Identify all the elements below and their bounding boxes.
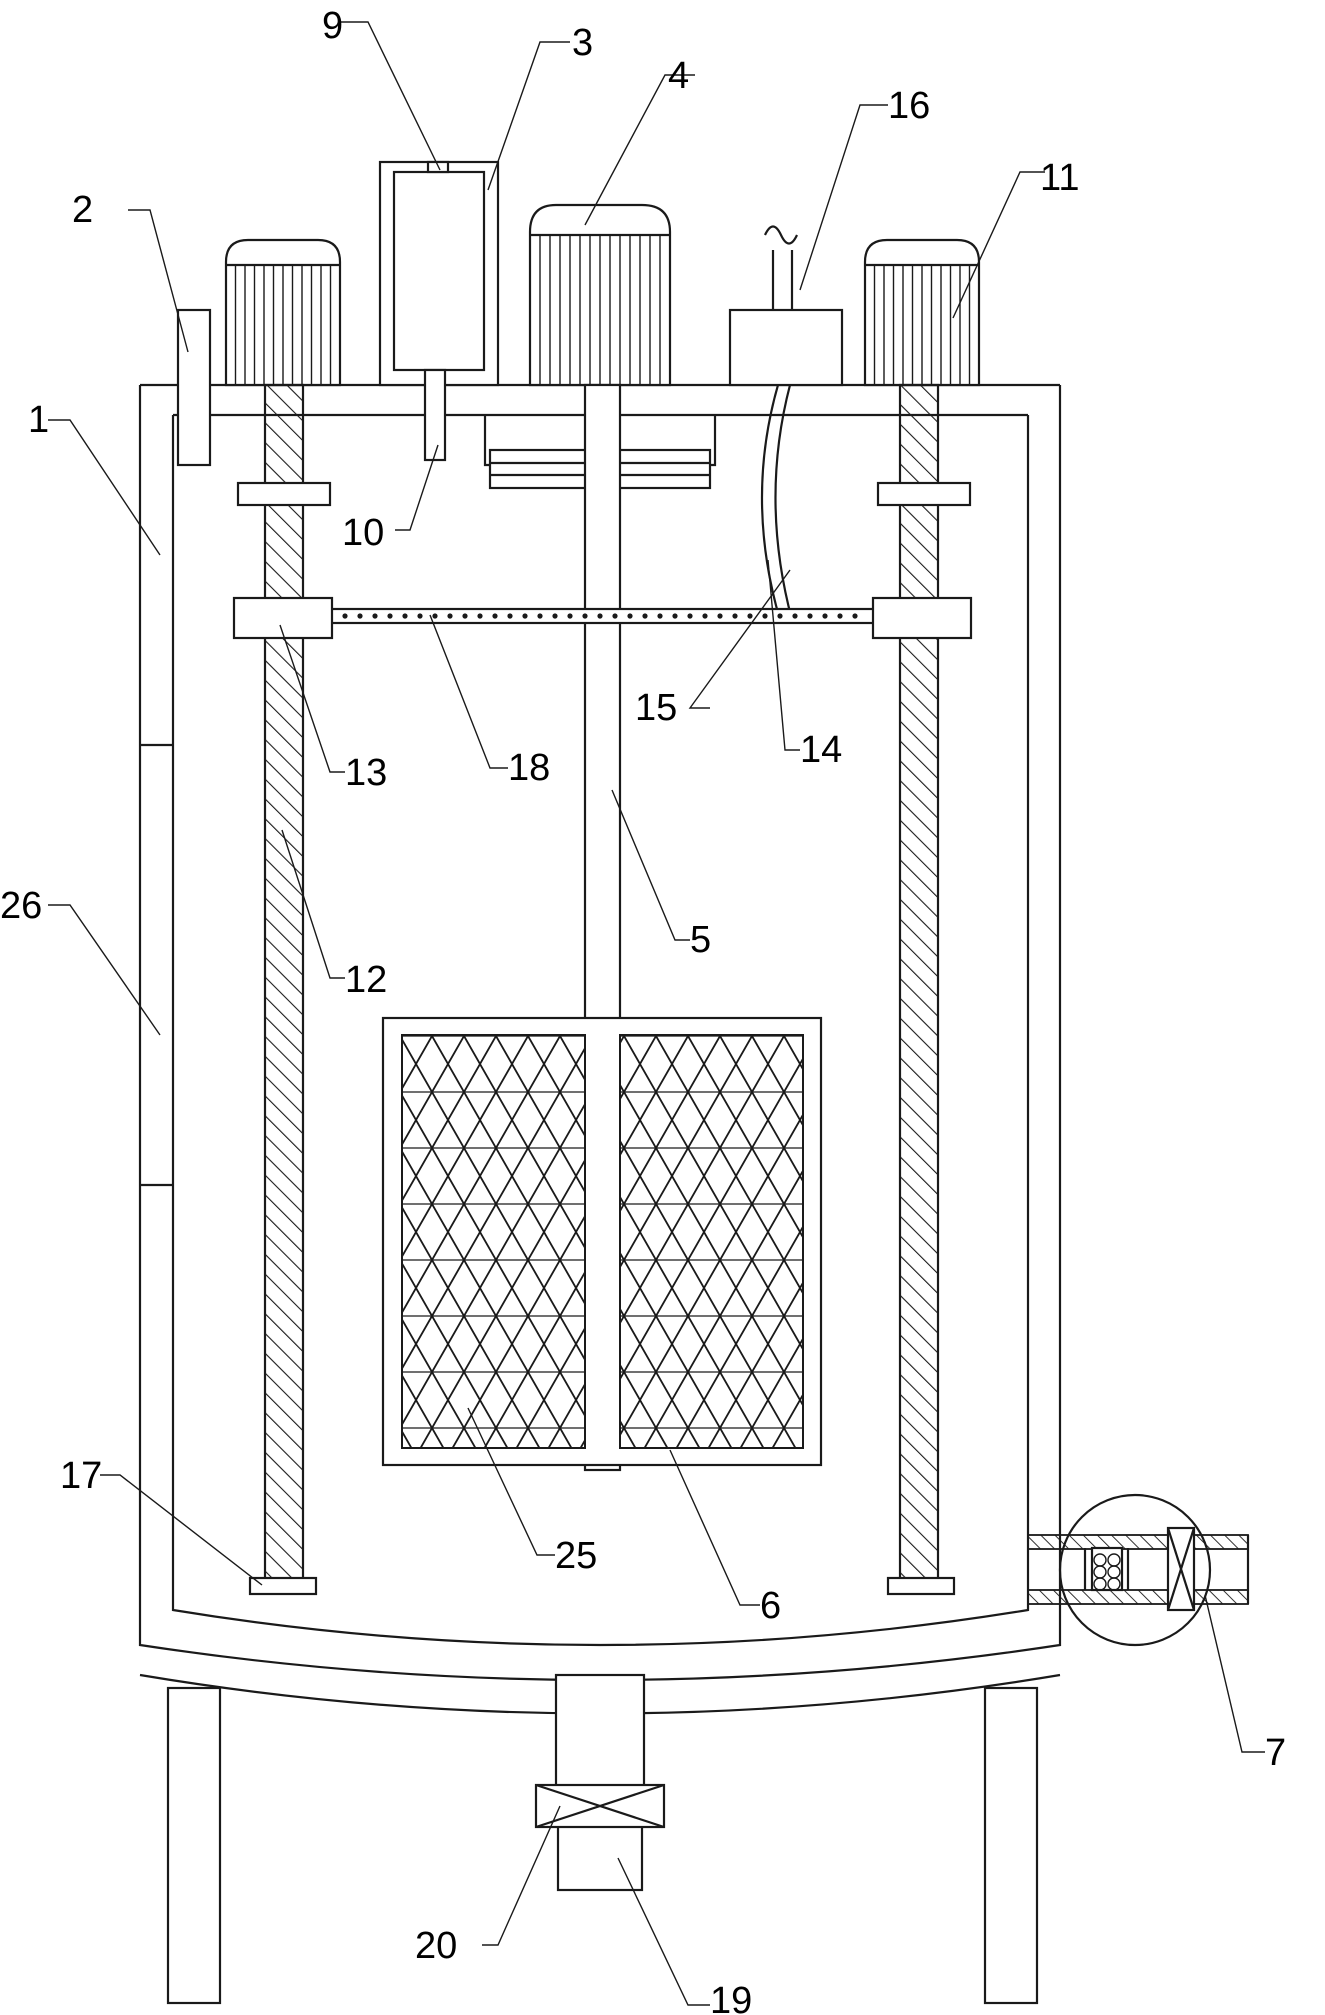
label-1: 1: [28, 399, 49, 441]
spray-hole: [627, 613, 633, 619]
center-motor: [528, 203, 672, 387]
label-13: 13: [345, 752, 387, 794]
spray-hole: [807, 613, 813, 619]
bottom-valve: [534, 1783, 666, 1829]
label-20: 20: [415, 1925, 457, 1967]
label-2: 2: [72, 189, 93, 231]
spray-hole: [582, 613, 588, 619]
spray-hole: [477, 613, 483, 619]
bottom-outlet-pipe: [554, 1673, 646, 1892]
upper-limit-blocks: [236, 481, 972, 507]
label-14: 14: [800, 729, 842, 771]
bottom-bearings: [248, 1576, 956, 1596]
spray-hole: [447, 613, 453, 619]
spray-hole: [612, 613, 618, 619]
left-screw-rod: [263, 383, 305, 1582]
spray-hole: [597, 613, 603, 619]
spray-hole: [357, 613, 363, 619]
label-10: 10: [342, 512, 384, 554]
label-16: 16: [888, 85, 930, 127]
spray-hoses: [760, 384, 794, 621]
label-25: 25: [555, 1535, 597, 1577]
spray-hole: [687, 613, 693, 619]
pump-box: [728, 225, 844, 387]
label-5: 5: [690, 919, 711, 961]
spray-hole: [372, 613, 378, 619]
spray-hole: [417, 613, 423, 619]
label-6: 6: [760, 1585, 781, 1627]
spray-hole: [837, 613, 843, 619]
spray-hole: [672, 613, 678, 619]
label-9: 9: [322, 5, 343, 47]
dosing-unit: [378, 160, 500, 462]
label-11: 11: [1040, 157, 1079, 199]
spray-hole: [432, 613, 438, 619]
spray-hole: [657, 613, 663, 619]
label-19: 19: [710, 1980, 752, 2015]
spray-bar: [328, 607, 877, 625]
label-26: 26: [0, 885, 42, 927]
label-4: 4: [668, 55, 689, 97]
moving-nuts: [232, 596, 973, 640]
spray-hole: [732, 613, 738, 619]
spray-hole: [852, 613, 858, 619]
spray-hole: [522, 613, 528, 619]
spray-hole: [492, 613, 498, 619]
spray-hole: [747, 613, 753, 619]
leader-lines: [48, 21, 1265, 2006]
spray-hole: [552, 613, 558, 619]
right-motor: [863, 238, 981, 387]
spray-hole: [462, 613, 468, 619]
left-motor: [224, 238, 342, 387]
right-screw-rod: [898, 383, 940, 1582]
spray-hole: [507, 613, 513, 619]
side-outlet-assembly: [1027, 1493, 1250, 1647]
spray-hole: [537, 613, 543, 619]
mesh-basket: [381, 1016, 823, 1467]
label-15: 15: [635, 687, 677, 729]
spray-hole: [402, 613, 408, 619]
label-18: 18: [508, 747, 550, 789]
label-7: 7: [1265, 1732, 1286, 1774]
spray-hole: [387, 613, 393, 619]
label-17: 17: [60, 1455, 102, 1497]
spray-hole: [822, 613, 828, 619]
spray-hole: [567, 613, 573, 619]
spray-hole: [762, 613, 768, 619]
spray-hole: [717, 613, 723, 619]
label-12: 12: [345, 959, 387, 1001]
label-3: 3: [572, 22, 593, 64]
spray-hole: [342, 613, 348, 619]
spray-hole: [702, 613, 708, 619]
spray-hole: [792, 613, 798, 619]
spray-hole: [642, 613, 648, 619]
spray-hole: [777, 613, 783, 619]
